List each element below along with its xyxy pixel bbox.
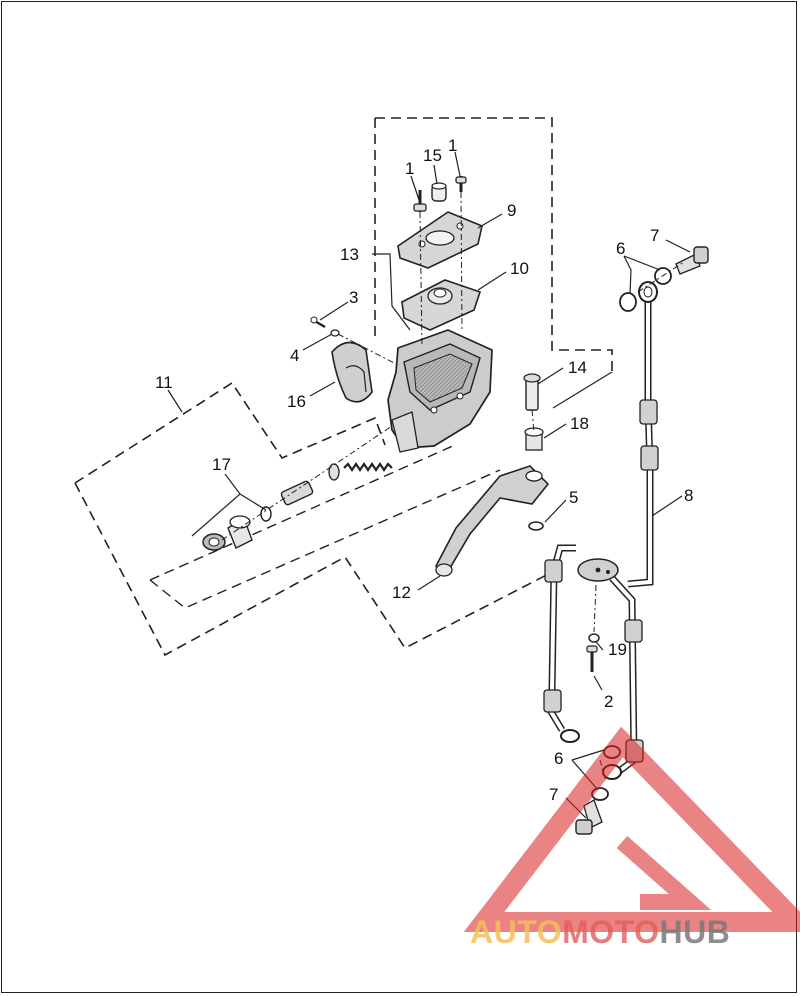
- callout-18: 18: [570, 414, 589, 433]
- callout-12: 12: [392, 583, 411, 602]
- lever-12: [435, 465, 550, 577]
- callout-3: 3: [349, 288, 359, 307]
- group-outline-11: [74, 381, 561, 657]
- cover-9: [397, 211, 483, 269]
- callout-17: 17: [212, 455, 231, 474]
- banjo-lower-left: [560, 729, 580, 743]
- callout-7-upper: 7: [650, 226, 660, 245]
- callout-5: 5: [569, 488, 579, 507]
- bolt-7-lower: [575, 799, 603, 835]
- brake-line-manifold: [577, 558, 619, 582]
- callout-1-right: 1: [448, 136, 458, 155]
- callout-10: 10: [510, 259, 529, 278]
- washer-19: [588, 633, 600, 643]
- master-cylinder-body: [387, 329, 493, 453]
- callout-16: 16: [287, 392, 306, 411]
- group-outline-11-inner: [149, 444, 501, 609]
- piston-assembly-17: [202, 462, 393, 551]
- watermark-auto: AUTO: [470, 914, 563, 950]
- plug-15: [431, 182, 447, 202]
- screw-2: [586, 645, 598, 672]
- callout-8: 8: [684, 486, 694, 505]
- callout-2: 2: [604, 692, 614, 711]
- watermark-moto: MOTO: [562, 914, 660, 950]
- washer-4: [330, 329, 340, 337]
- callout-13: 13: [340, 245, 359, 264]
- bushing-18: [524, 427, 544, 451]
- clamp-16: [331, 341, 373, 403]
- callout-7-lower: 7: [549, 785, 559, 804]
- brake-line-8: [546, 300, 654, 775]
- automotohub-watermark: AUTOMOTOHUB: [470, 914, 792, 951]
- group-outline-13: [374, 117, 613, 372]
- callout-6-upper: 6: [616, 239, 626, 258]
- callout-11: 11: [155, 373, 173, 392]
- screw-3: [310, 316, 326, 329]
- bolt-7-upper: [675, 246, 709, 275]
- watermark-hub: HUB: [659, 914, 731, 950]
- assembly-axis-lines: [221, 191, 685, 783]
- washer-6-upper-a: [619, 292, 637, 312]
- callout-1-left: 1: [405, 159, 415, 178]
- pivot-pin-14: [523, 373, 541, 411]
- callout-4: 4: [290, 346, 300, 365]
- automotohub-logo-mark: [463, 726, 800, 932]
- callout-14: 14: [568, 358, 587, 377]
- retaining-ring-5: [528, 521, 544, 531]
- banjo-upper: [638, 281, 658, 303]
- callout-15: 15: [423, 146, 442, 165]
- callout-6-lower: 6: [554, 749, 564, 768]
- diaphragm-10: [401, 279, 482, 331]
- screw-1-right: [455, 176, 467, 192]
- callout-9: 9: [507, 201, 517, 220]
- screw-1-left: [413, 190, 427, 212]
- callout-19: 19: [608, 640, 627, 659]
